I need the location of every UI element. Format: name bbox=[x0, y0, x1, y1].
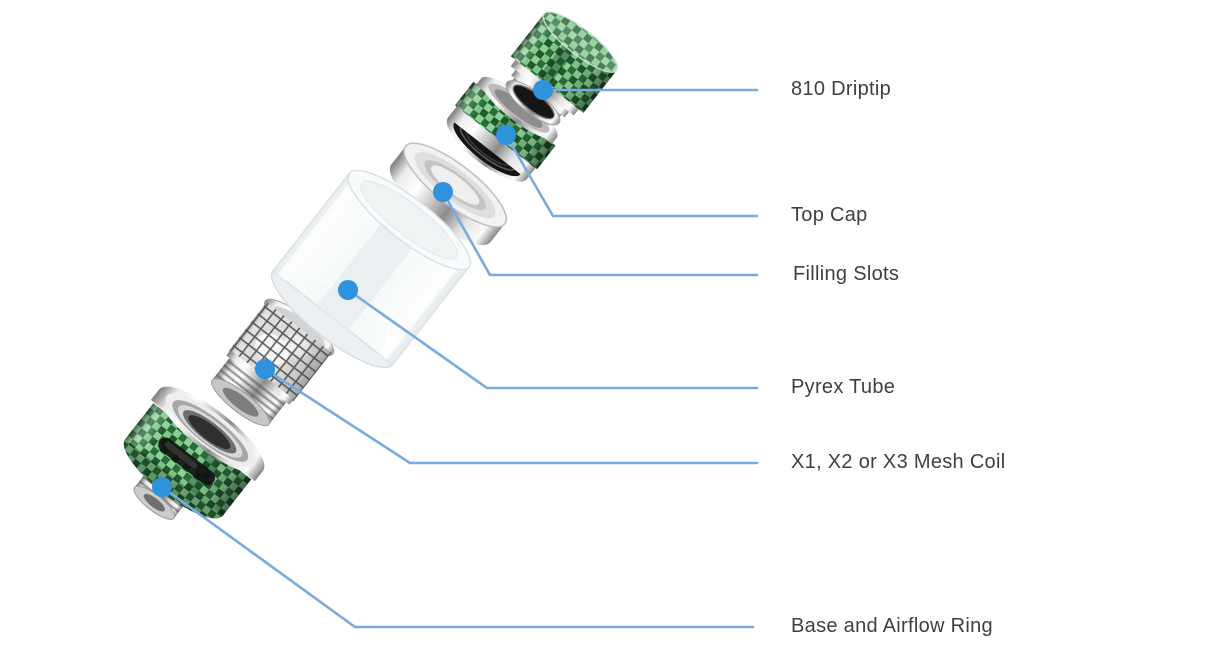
leader-line-base-airflow-ring bbox=[160, 485, 755, 629]
anchor-dot-mesh-coil bbox=[255, 359, 275, 379]
pyrex-tube-illustration bbox=[270, 169, 472, 369]
mesh-coil-illustration bbox=[211, 298, 335, 427]
leader-line-pyrex-tube bbox=[346, 288, 759, 390]
base-airflow-ring-illustration bbox=[123, 386, 265, 520]
anchor-dot-top-cap bbox=[496, 125, 516, 145]
anchor-dot-pyrex-tube bbox=[338, 280, 358, 300]
leader-line-top-cap bbox=[504, 133, 759, 218]
driptip-illustration bbox=[505, 11, 619, 126]
anchor-dot-base-airflow-ring bbox=[152, 477, 172, 497]
leader-line-mesh-coil bbox=[263, 367, 759, 465]
anchor-dot-filling-slots bbox=[433, 182, 453, 202]
anchor-dot-driptip bbox=[533, 80, 553, 100]
leader-line-filling-slots bbox=[441, 190, 759, 277]
